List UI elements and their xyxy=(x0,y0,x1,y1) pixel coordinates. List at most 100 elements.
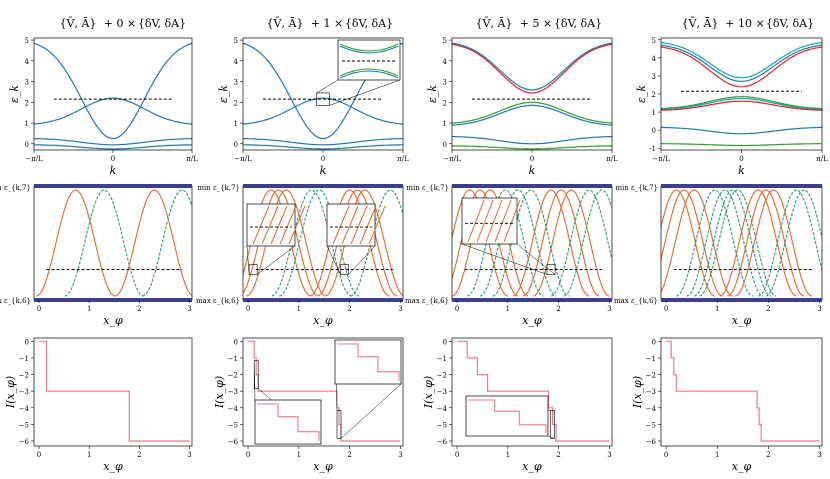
x-tick-label: 3 xyxy=(817,305,821,313)
y-tick-label: −5 xyxy=(19,421,29,429)
x-axis-label: x_φ xyxy=(732,314,752,327)
x-tick-label: 0 xyxy=(246,451,250,459)
x-tick-label: 0 xyxy=(530,155,534,163)
edge-state-curve xyxy=(114,189,192,297)
x-tick-label: 1 xyxy=(87,305,91,313)
x-tick-label: π/L xyxy=(397,155,409,163)
y-tick-label: 0 xyxy=(234,141,238,149)
y-tick-label: 3 xyxy=(443,79,447,87)
band-line-1 xyxy=(661,44,822,83)
x-axis-label: x_φ xyxy=(313,314,333,327)
y-tick-label: 1 xyxy=(652,109,656,117)
band-line-3 xyxy=(452,104,612,126)
inset-step-line xyxy=(257,403,320,441)
y-axis-label: ε_k xyxy=(8,85,21,103)
zoom-connector xyxy=(516,243,556,275)
x-tick-label: 2 xyxy=(137,451,141,459)
y-axis-label: ε_k xyxy=(426,85,439,103)
band-line-4 xyxy=(452,135,612,145)
x-tick-label: 3 xyxy=(398,305,402,313)
zoom-region xyxy=(550,410,555,439)
inset-edge-line xyxy=(476,199,494,243)
top-gap-label: min ε_{k,7} xyxy=(615,184,658,192)
y-tick-label: −2 xyxy=(646,372,656,380)
plot-area xyxy=(248,340,401,442)
column-title-2: {V̄, Ā} + 5 × {δV, δA} xyxy=(476,17,603,30)
y-tick-label: −5 xyxy=(437,421,447,429)
band-line-1 xyxy=(243,97,403,125)
x-tick-label: 3 xyxy=(187,451,191,459)
x-tick-label: 0 xyxy=(455,451,459,459)
y-tick-label: 0 xyxy=(443,338,447,346)
x-axis-label: k xyxy=(738,164,745,177)
y-tick-label: −5 xyxy=(228,421,238,429)
zoom-connector xyxy=(348,245,376,275)
column-title-op: + 1 × xyxy=(311,17,343,30)
x-tick-label: 2 xyxy=(766,305,770,313)
y-axis-label: ε_k xyxy=(217,85,230,103)
edge-state-curve xyxy=(661,189,715,297)
bottom-gap-label: max ε_{k,6} xyxy=(614,297,658,305)
zoom-connector xyxy=(340,383,402,439)
zoom-connector xyxy=(253,360,256,401)
x-tick-label: −π/L xyxy=(443,155,461,163)
y-tick-label: 2 xyxy=(443,99,447,107)
edge-state-curve xyxy=(719,189,797,297)
y-tick-label: −1 xyxy=(19,355,29,363)
y-tick-label: 1 xyxy=(234,120,238,128)
x-tick-label: 0 xyxy=(111,155,115,163)
x-axis-label: k xyxy=(320,164,327,177)
gap-edge-bottom xyxy=(34,298,192,302)
y-axis-label: I(x_φ) xyxy=(631,376,644,409)
x-axis-label: x_φ xyxy=(732,460,752,473)
y-tick-label: 0 xyxy=(25,338,29,346)
y-axis-label: ε_k xyxy=(635,85,648,103)
x-tick-label: π/L xyxy=(816,155,828,163)
zoom-inset xyxy=(461,197,518,245)
x-tick-label: 0 xyxy=(455,305,459,313)
inset-edge-line xyxy=(270,205,288,245)
y-axis-label: I(x_φ) xyxy=(213,376,226,409)
x-tick-label: 3 xyxy=(607,305,611,313)
inset-edge-line xyxy=(368,205,386,245)
y-tick-label: 2 xyxy=(652,91,656,99)
column-title-3: {V̄, Ā} + 10 × {δV, δA} xyxy=(682,17,815,30)
band-line-1 xyxy=(34,97,192,125)
y-tick-label: 5 xyxy=(234,37,238,45)
zoom-connector xyxy=(316,79,339,94)
gap-edge-bottom xyxy=(452,298,612,302)
gap-edge-bottom xyxy=(243,298,403,302)
y-tick-label: −4 xyxy=(646,405,657,413)
x-tick-label: 2 xyxy=(556,451,560,459)
x-tick-label: 2 xyxy=(347,305,351,313)
column-title-right: {δV, δA} xyxy=(554,17,602,30)
x-tick-label: 0 xyxy=(664,305,668,313)
inset-step-line xyxy=(468,399,547,433)
inset-edge-line xyxy=(359,205,377,245)
x-tick-label: −π/L xyxy=(25,155,43,163)
x-axis-label: x_φ xyxy=(522,460,542,473)
column-title-right: {δV, δA} xyxy=(138,17,186,30)
inset-edge-line xyxy=(332,205,350,245)
column-title-left: {V̄, Ā} xyxy=(267,17,304,30)
y-tick-label: 3 xyxy=(652,73,656,81)
inset-edge-line xyxy=(350,205,368,245)
x-tick-label: −π/L xyxy=(234,155,252,163)
column-title-1: {V̄, Ā} + 1 × {δV, δA} xyxy=(267,17,394,30)
x-tick-label: 3 xyxy=(187,305,191,313)
top-gap-label: min ε_{k,7} xyxy=(197,184,240,192)
x-tick-label: 1 xyxy=(87,451,91,459)
y-tick-label: 4 xyxy=(652,55,657,63)
x-tick-label: 1 xyxy=(297,451,301,459)
y-axis-label: I(x_φ) xyxy=(4,376,17,409)
